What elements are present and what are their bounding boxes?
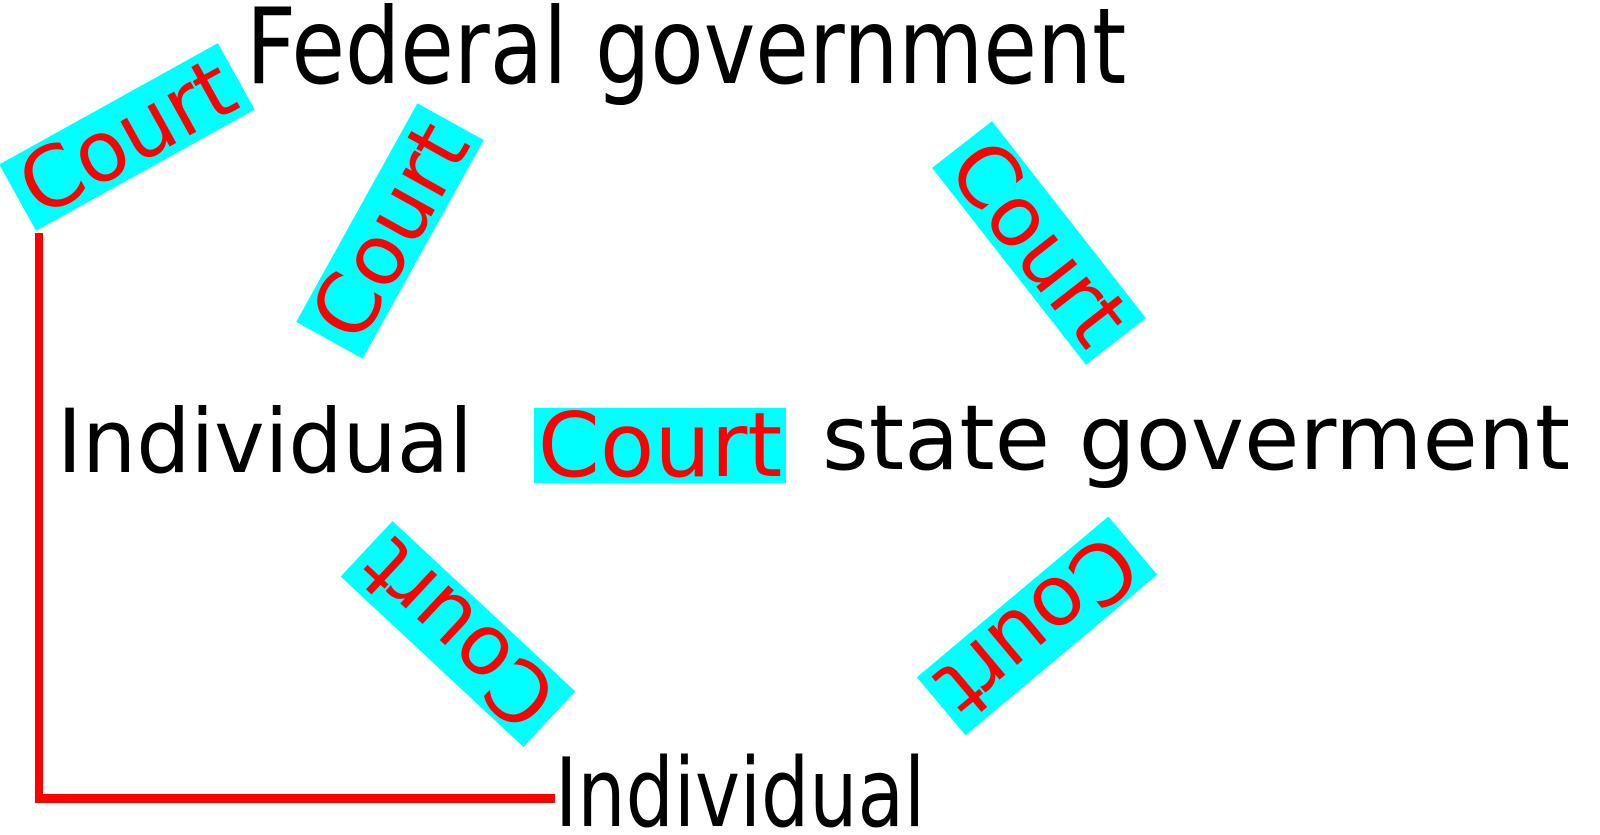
connector-line-vertical (35, 233, 43, 803)
connector-line-horizontal (35, 794, 555, 803)
individual-bottom-label: Individual (555, 739, 926, 835)
court-band-top-left: Court (0, 38, 255, 236)
court-band-upper-middle: Court (291, 103, 489, 359)
court-band-center: Court (534, 401, 786, 490)
court-band-lower-left: Court (340, 519, 576, 749)
court-band-lower-right: Court (916, 514, 1158, 738)
individual-middle-label: Individual (57, 390, 473, 493)
court-label: Court (929, 121, 1149, 365)
court-label: Court (917, 514, 1157, 738)
court-label: Court (537, 393, 783, 497)
court-band-top-right: Court (929, 121, 1149, 365)
court-label: Court (291, 106, 489, 356)
court-label: Court (2, 38, 252, 236)
state-government-label: state goverment (822, 386, 1571, 491)
court-label: Court (340, 519, 576, 749)
federal-government-label: Federal government (246, 0, 1127, 108)
